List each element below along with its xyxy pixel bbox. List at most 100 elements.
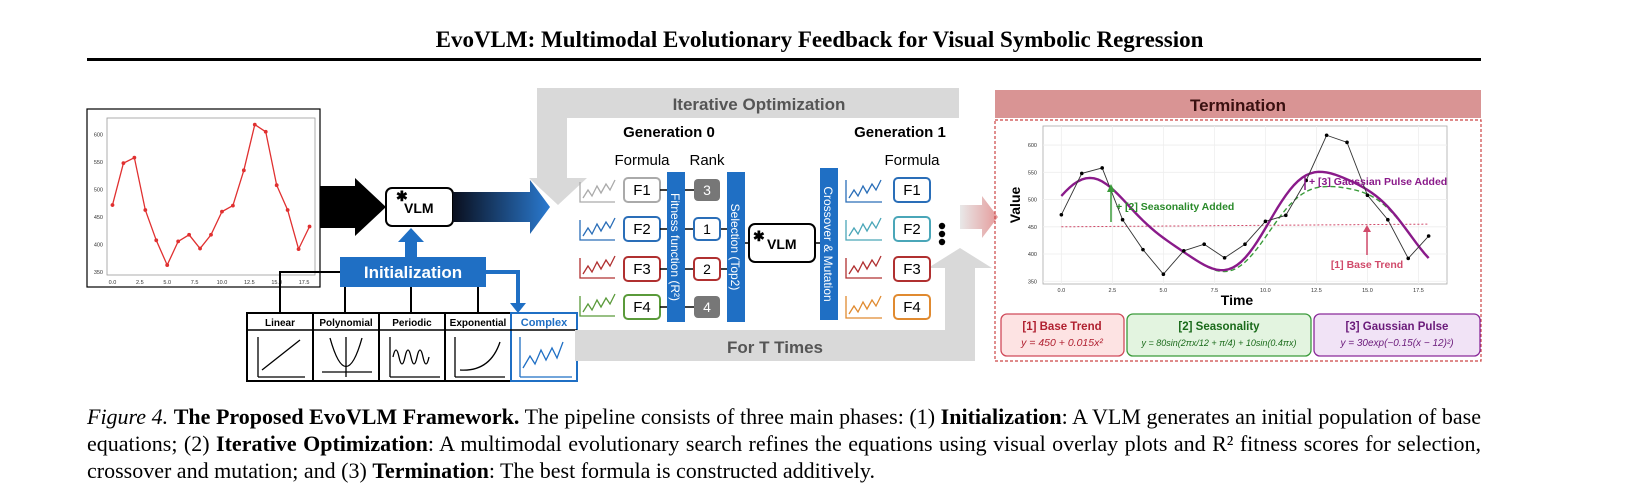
input-plot-ytick: 550 (94, 160, 103, 166)
prior-box-exponential (444, 312, 512, 382)
exponential-curve-icon (459, 341, 501, 371)
termination-title-bar (995, 90, 1481, 118)
vlm-to-population-arrow (453, 180, 550, 234)
prior-label-linear: Linear (265, 318, 295, 329)
snowflake-icon: ✱ (396, 188, 408, 204)
more-dots-icon (938, 222, 946, 246)
linear-axes-icon (257, 337, 305, 378)
formula-header-gen1: Formula (884, 152, 940, 169)
gen0-formulas: F1 F2 F3 F4 (623, 177, 661, 320)
term-plot-ytick: 450 (1028, 225, 1037, 231)
term-data-point (1222, 256, 1227, 260)
crossover-bar (820, 168, 838, 320)
rank-header: Rank (689, 152, 725, 169)
input-data-point (132, 155, 137, 160)
formula-label-f3-gen1: F3 (903, 261, 921, 278)
rank-boxes: 3 1 2 4 (693, 179, 721, 318)
gauss-annot-text: + [3] Gaussian Pulse Added (1309, 176, 1447, 188)
snowflake-icon-iter: ✱ (753, 228, 765, 244)
term-plot-ytick: 350 (1028, 279, 1037, 285)
vlm-label-iter: VLM (767, 236, 797, 252)
term-data-point (1263, 219, 1268, 224)
term-plot-xtick: 0.0 (1058, 288, 1066, 294)
sparkline-f1-gen1 (848, 179, 882, 199)
term-data-point (1059, 213, 1064, 217)
season-annot-text: + [2] Seasonality Added (1116, 201, 1234, 213)
term-plot-xtick: 17.5 (1413, 288, 1424, 294)
term-plot-xtick: 12.5 (1311, 288, 1322, 294)
rank-value-f3: 2 (703, 261, 711, 277)
gaussian-pulse-eq: y = 30exp(−0.15(x − 12)²) (1339, 338, 1453, 349)
rank-value-f2: 1 (703, 221, 711, 237)
term-plot-ytick: 500 (1028, 198, 1037, 204)
rank-value-f4: 4 (703, 299, 711, 315)
formula-box-f2-gen1 (893, 216, 931, 242)
gen0-label: Generation 0 (623, 124, 715, 141)
input-data-point (187, 232, 192, 237)
termination-frame (994, 119, 1482, 362)
fitness-function-bar (667, 172, 685, 322)
rank-box-f1 (694, 179, 720, 201)
term-plot-ytick: 600 (1028, 143, 1037, 149)
term-data-point (1324, 133, 1329, 138)
term-plot-xtick: 5.0 (1160, 288, 1168, 294)
iter-bottom-loop-bar (575, 248, 992, 361)
term-data-point (1365, 193, 1370, 197)
sparkline-f2-gen0 (582, 217, 616, 237)
input-plot-ytick: 350 (94, 270, 103, 276)
term-data-point (1426, 234, 1431, 238)
input-data-point (252, 122, 257, 127)
term-plot-ytick: 400 (1028, 252, 1037, 258)
term-plot-ylabel: Value (1007, 187, 1023, 224)
base-trend-eq: y = 450 + 0.015x² (1020, 337, 1103, 349)
term-plot-xtick: 15.0 (1362, 288, 1373, 294)
input-data-point (110, 203, 115, 207)
prior-box-complex (510, 312, 578, 382)
base-trend-title: [1] Base Trend (1022, 321, 1101, 333)
sparkline-f4-gen1 (848, 295, 882, 315)
paper-header-title: EvoVLM: Multimodal Evolutionary Feedback… (435, 27, 1204, 52)
term-data-point (1079, 171, 1084, 176)
caption-fig-title: The Proposed EvoVLM Framework. (173, 404, 520, 429)
iterative-optimization-panel: Iterative Optimization For T Times Gener… (529, 88, 992, 361)
selection-bar (727, 172, 745, 322)
complex-series-icon (522, 341, 564, 369)
input-data-point (220, 209, 224, 214)
term-data-point (1161, 272, 1166, 276)
input-data-point (230, 203, 235, 208)
gen1-sparklines (845, 179, 882, 319)
prior-label-complex: Complex (521, 317, 568, 329)
input-data-point (176, 239, 181, 244)
formula-box-f4-gen1 (893, 294, 931, 320)
figure-caption: Figure 4. The Proposed EvoVLM Framework.… (87, 403, 1481, 484)
term-data-point (1141, 247, 1145, 252)
base-annot-text: [1] Base Trend (1331, 259, 1403, 271)
init-up-arrow (398, 228, 424, 257)
formula-label-f3-gen0: F3 (633, 261, 651, 278)
input-data-point (121, 161, 126, 166)
prior-label-periodic: Periodic (392, 318, 432, 329)
base-trend-box (1000, 313, 1125, 357)
input-plot-xtick: 5.0 (163, 280, 171, 286)
rank-box-f2 (693, 217, 721, 241)
gen1-label: Generation 1 (854, 124, 946, 141)
term-data-point (1181, 248, 1186, 253)
caption-s1: The pipeline consists of three main phas… (524, 404, 936, 429)
seasonality-box (1126, 313, 1312, 357)
input-plot-xtick: 15.0 (271, 280, 282, 286)
input-plot-ytick: 500 (94, 188, 103, 194)
term-plot-xtick: 7.5 (1211, 288, 1219, 294)
term-plot-ytick: 550 (1028, 170, 1037, 176)
input-data-point (285, 208, 290, 212)
term-data-point (1386, 217, 1390, 222)
caption-s4: : The best formula is constructed additi… (488, 458, 875, 483)
vlm-box-initial: ✱ VLM (385, 187, 454, 227)
term-data-point (1120, 217, 1125, 222)
sparkline-f1-gen0 (582, 179, 616, 199)
input-plot-xtick: 12.5 (244, 280, 255, 286)
prior-boxes: Linear Polynomial Periodic Exponential C… (246, 312, 578, 382)
term-plot-xtick: 2.5 (1109, 288, 1117, 294)
